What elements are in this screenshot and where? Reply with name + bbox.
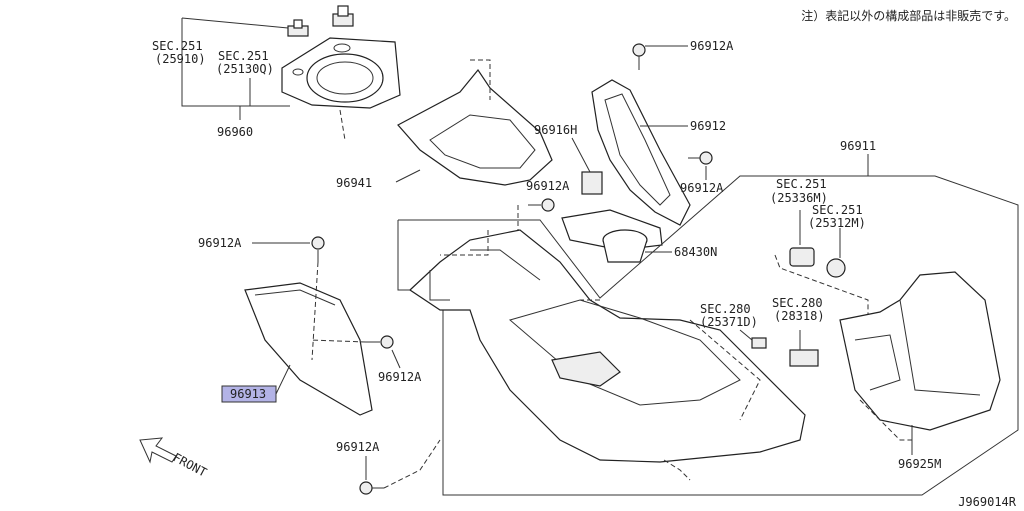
callout-25371d: (25371D) — [700, 315, 758, 329]
socket-25312m — [826, 258, 846, 278]
callout-96960: 96960 — [217, 125, 253, 139]
callout-96912a-3: 96912A — [526, 179, 570, 193]
shift-boot-bezel — [281, 37, 401, 109]
callout-96912a-5: 96912A — [378, 370, 422, 384]
callout-68430n: 68430N — [674, 245, 717, 259]
callout-96941: 96941 — [336, 176, 372, 190]
callout-96911: 96911 — [840, 139, 876, 153]
callout-96913: 96913 — [230, 387, 266, 401]
callout-25130q: (25130Q) — [216, 62, 274, 76]
callout-25312m: (25312M) — [808, 216, 866, 230]
side-panel-96913 — [244, 282, 373, 416]
console-finisher-96941 — [397, 68, 553, 186]
front-label: FRONT — [171, 450, 209, 479]
callout-96925m: 96925M — [898, 457, 941, 471]
callout-sec251-c: SEC.251 — [776, 177, 827, 191]
callout-sec251-b: SEC.251 — [218, 49, 269, 63]
cup-holder-68430n — [561, 209, 663, 263]
side-finisher-96912 — [591, 79, 691, 226]
callout-96912a-2: 96912A — [680, 181, 724, 195]
callout-sec251-a: SEC.251 — [152, 39, 203, 53]
usb-28318 — [789, 349, 819, 367]
callout-sec280-a: SEC.280 — [700, 302, 751, 316]
callout-96912a-1: 96912A — [690, 39, 734, 53]
parts-note: 注）表記以外の構成部品は非販売です。 — [801, 8, 1016, 23]
screw-96912a-right — [688, 151, 713, 165]
callout-96916h: 96916H — [534, 123, 577, 137]
callout-sec280-b: SEC.280 — [772, 296, 823, 310]
callout-25336m: (25336M) — [770, 191, 828, 205]
callout-96912: 96912 — [690, 119, 726, 133]
bracket-96925m — [839, 271, 1001, 431]
screw-96912a-bottom — [359, 481, 384, 495]
switch-25371d — [751, 337, 767, 349]
clip-fastener-top — [287, 5, 354, 37]
diagram-id: J969014R — [958, 495, 1017, 509]
screw-96912a-mid — [528, 198, 555, 212]
screw-96912a-top — [632, 43, 646, 70]
callout-28318: (28318) — [774, 309, 825, 323]
socket-25336m — [789, 247, 815, 267]
callout-25910: (25910) — [155, 52, 206, 66]
callout-sec251-d: SEC.251 — [812, 203, 863, 217]
callout-96912a-4: 96912A — [198, 236, 242, 250]
console-body — [409, 229, 806, 463]
screw-96912a-left-mid — [366, 335, 394, 349]
callout-96912a-6: 96912A — [336, 440, 380, 454]
front-arrow-icon — [139, 437, 177, 464]
screw-96912a-left-top — [311, 236, 325, 262]
bracket-96916h — [581, 171, 603, 195]
